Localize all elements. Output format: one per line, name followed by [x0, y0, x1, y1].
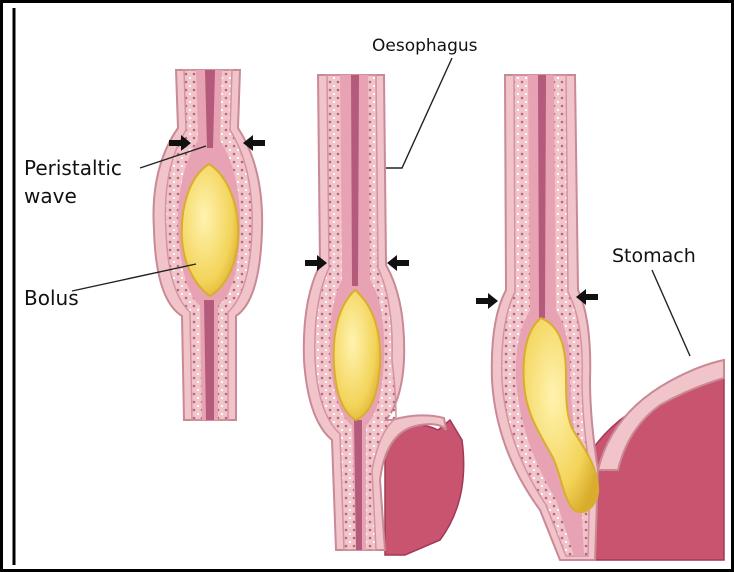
label-bolus: Bolus: [24, 286, 79, 310]
label-peristaltic-wave: Peristaltic wave: [24, 154, 122, 210]
label-oesophagus: Oesophagus: [372, 34, 478, 58]
label-stomach: Stomach: [612, 244, 696, 268]
oesophagus-lumen-3: [538, 75, 546, 318]
